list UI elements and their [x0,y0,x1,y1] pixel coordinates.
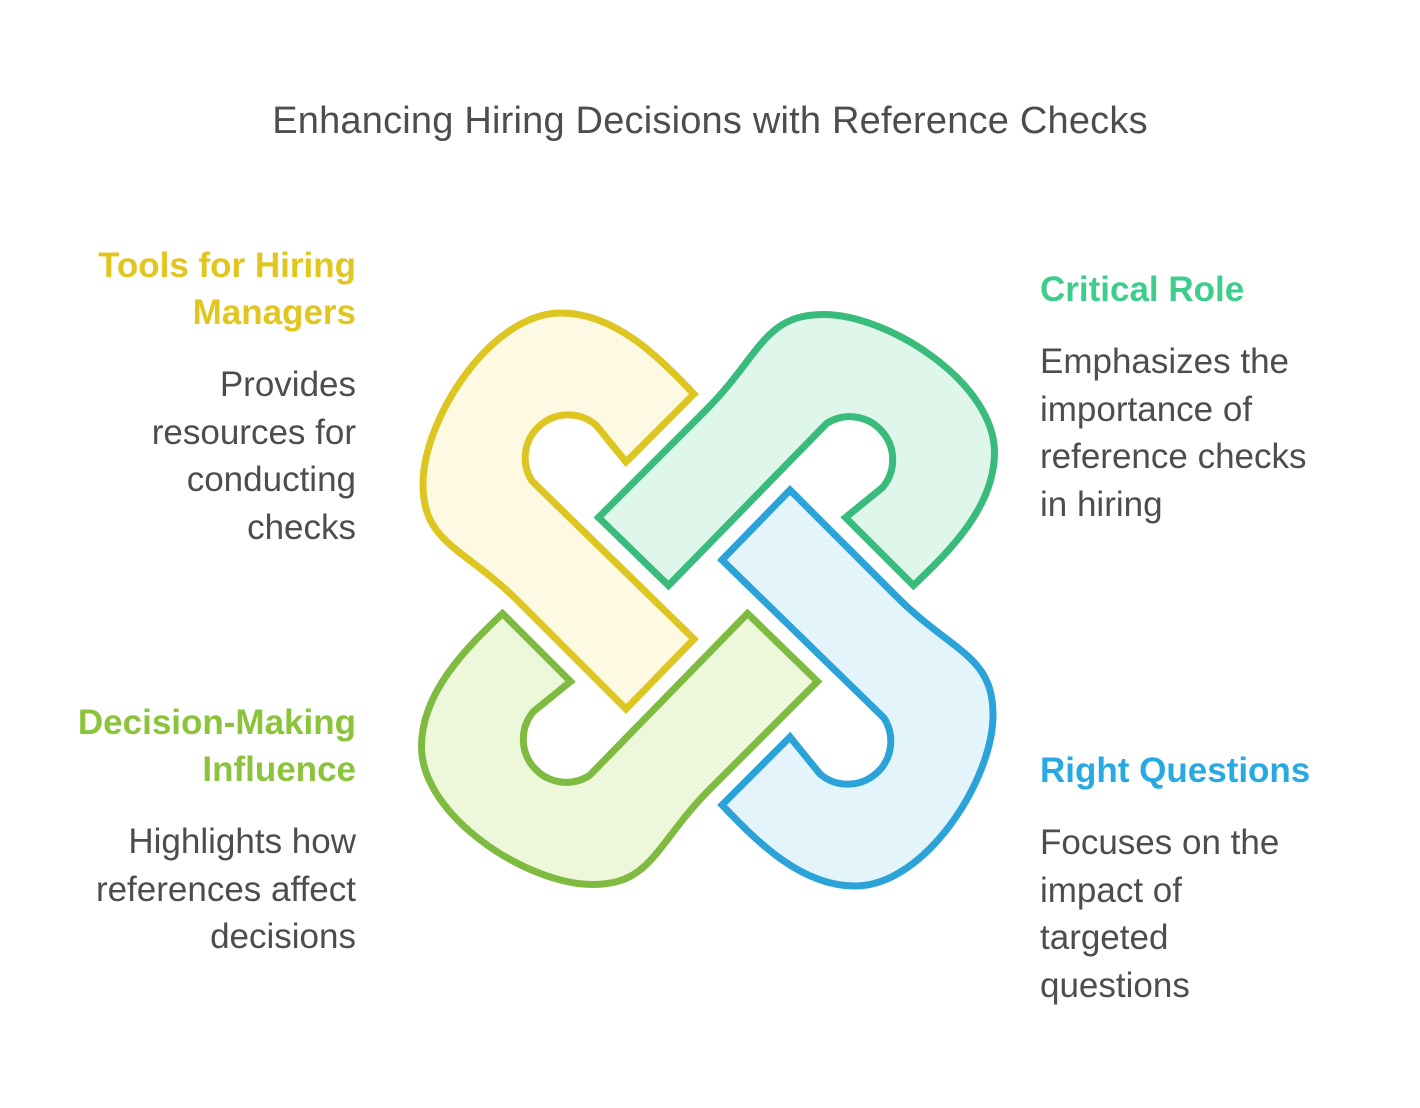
quadrant-questions-heading: Right Questions [1040,751,1311,790]
quadrant-questions-body: Focuses on the impact of targeted questi… [1040,823,1280,1005]
quadrant-decision-heading: Decision-Making Influence [77,703,356,789]
quadrant-decision-body: Highlights how references affect decisio… [95,822,356,956]
quadrant-tools-heading: Tools for Hiring Managers [98,246,356,332]
quadrant-questions: Right Questions Focuses on the impact of… [1040,747,1310,1009]
quadrant-tools: Tools for Hiring Managers Provides resou… [98,242,356,551]
quadrant-decision: Decision-Making Influence Highlights how… [78,699,356,961]
quadrant-tools-body: Provides resources for conducting checks [151,365,356,547]
quadrant-critical: Critical Role Emphasizes the importance … [1040,266,1307,528]
quadrant-critical-body: Emphasizes the importance of reference c… [1040,342,1307,524]
quadrant-critical-heading: Critical Role [1040,270,1245,309]
page-title: Enhancing Hiring Decisions with Referenc… [272,100,1148,142]
